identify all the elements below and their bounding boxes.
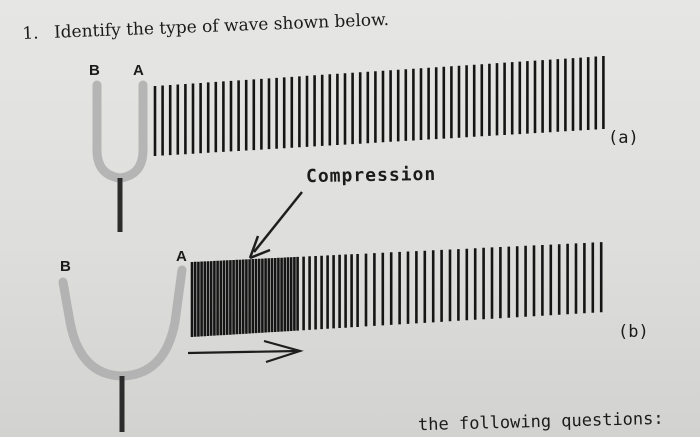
fork-b-label-b: B: [60, 258, 71, 275]
compression-arrow: [248, 191, 303, 260]
fork-b-label-a: A: [176, 248, 187, 265]
caption-b: (b): [618, 322, 649, 342]
tuning-fork-b: [58, 265, 187, 432]
caption-a: (a): [608, 128, 639, 148]
compression-label: Compression: [305, 163, 437, 188]
tuning-fork-a: [92, 80, 148, 232]
fork-a-label-a: A: [133, 62, 144, 79]
direction-arrow: [187, 339, 304, 364]
wave-bars-b: [190, 242, 603, 337]
fork-a-label-b: B: [89, 62, 100, 79]
wave-bars-a: [153, 56, 605, 156]
